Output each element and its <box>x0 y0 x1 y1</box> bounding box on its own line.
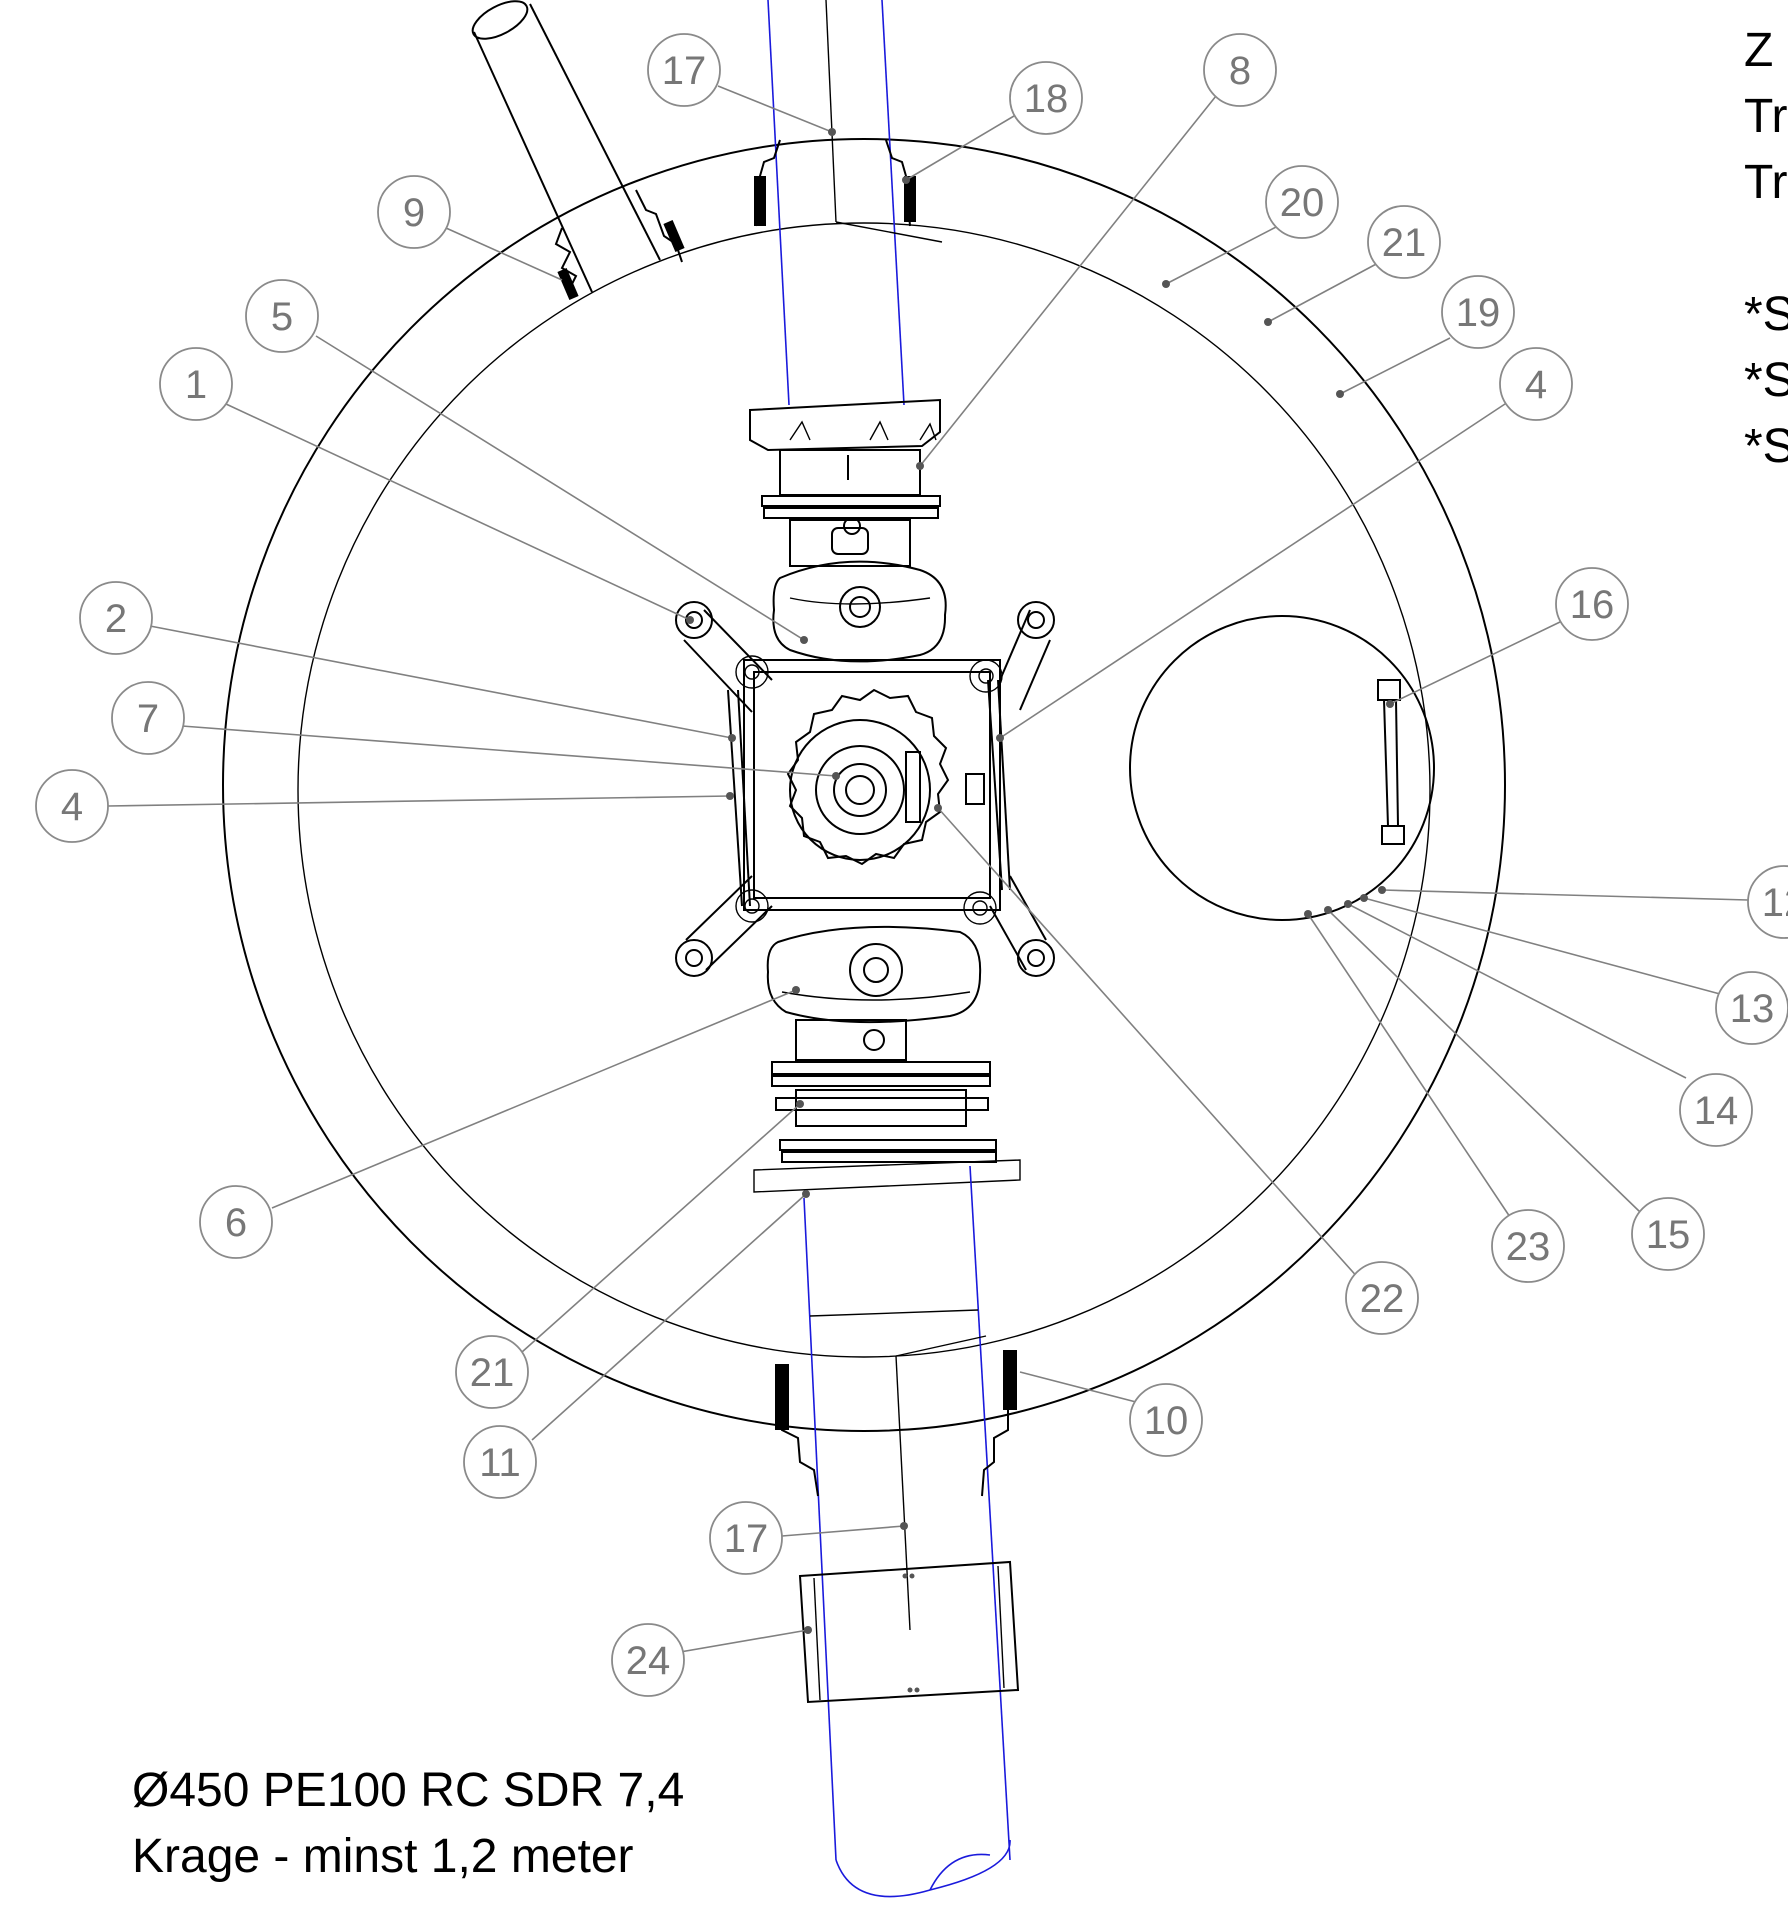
right-note-line: Z <box>1744 24 1774 77</box>
svg-text:18: 18 <box>1024 77 1069 121</box>
balloon-8: 8 <box>1203 33 1277 107</box>
svg-text:8: 8 <box>1229 49 1251 93</box>
svg-text:5: 5 <box>271 295 293 339</box>
bottom-coupling <box>798 1560 1020 1704</box>
svg-text:1: 1 <box>185 363 207 407</box>
svg-text:10: 10 <box>1144 1399 1189 1443</box>
central-frame <box>675 601 1055 977</box>
balloon-16: 16 <box>1555 567 1629 641</box>
svg-text:12: 12 <box>1762 881 1788 925</box>
balloon-1: 1 <box>159 347 233 421</box>
svg-text:11: 11 <box>479 1441 521 1485</box>
right-note-line: Tr <box>1744 156 1788 209</box>
inclined-pipe <box>471 0 685 300</box>
balloon-22: 22 <box>1345 1261 1419 1335</box>
svg-text:14: 14 <box>1694 1089 1739 1133</box>
top-flange-adapter <box>749 398 941 519</box>
svg-text:7: 7 <box>137 697 159 741</box>
balloon-5: 5 <box>245 279 319 353</box>
balloon-17-bottom: 17 <box>709 1501 783 1575</box>
balloon-23: 23 <box>1491 1209 1565 1283</box>
balloon-9: 9 <box>377 175 451 249</box>
leader-lines <box>107 85 1749 1653</box>
balloon-18: 18 <box>1009 61 1083 135</box>
balloon-14: 14 <box>1679 1073 1753 1147</box>
balloon-7: 7 <box>111 681 185 755</box>
svg-text:4: 4 <box>61 785 83 829</box>
pipe-spec-notes: Ø450 PE100 RC SDR 7,4 Krage - minst 1,2 … <box>132 1758 684 1890</box>
right-note-line: *S <box>1744 354 1788 407</box>
upper-gate-valve <box>772 517 947 663</box>
svg-text:9: 9 <box>403 191 425 235</box>
side-hatch <box>1129 615 1435 921</box>
balloon-12: 12 <box>1747 865 1788 939</box>
svg-text:22: 22 <box>1360 1277 1405 1321</box>
leader-dots <box>686 128 1394 1634</box>
inlet-pipe-top <box>754 0 943 406</box>
balloon-2: 2 <box>79 581 153 655</box>
lower-gate-valve <box>766 925 982 1061</box>
balloon-6: 6 <box>199 1185 273 1259</box>
svg-text:21: 21 <box>1382 221 1427 265</box>
manhole-inner-ring <box>297 222 1431 1358</box>
balloon-21-top: 21 <box>1367 205 1441 279</box>
svg-text:13: 13 <box>1730 987 1775 1031</box>
svg-text:20: 20 <box>1280 181 1325 225</box>
svg-text:4: 4 <box>1525 363 1547 407</box>
balloon-15: 15 <box>1631 1197 1705 1271</box>
manhole-outer-ring <box>222 138 1506 1432</box>
collar-spec-line: Krage - minst 1,2 meter <box>132 1830 634 1883</box>
balloon-24: 24 <box>611 1623 685 1697</box>
outlet-pipe-bottom <box>775 1165 1017 1898</box>
svg-text:6: 6 <box>225 1201 247 1245</box>
svg-text:16: 16 <box>1570 583 1615 627</box>
balloon-4-left: 4 <box>35 769 109 843</box>
balloon-17-top: 17 <box>647 33 721 107</box>
balloon-10: 10 <box>1129 1383 1203 1457</box>
svg-text:17: 17 <box>662 49 707 93</box>
right-note-line: *S <box>1744 420 1788 473</box>
right-note-line: *S <box>1744 288 1788 341</box>
central-handwheel <box>786 688 985 866</box>
svg-text:15: 15 <box>1646 1213 1691 1257</box>
right-note-line <box>1744 216 1788 282</box>
svg-text:24: 24 <box>626 1639 671 1683</box>
balloon-21-bottom: 21 <box>455 1335 529 1409</box>
svg-text:17: 17 <box>724 1517 769 1561</box>
right-edge-notes: Z Tr Tr *S *S *S <box>1744 18 1788 480</box>
balloon-4-right: 4 <box>1499 347 1573 421</box>
balloon-13: 13 <box>1715 971 1788 1045</box>
svg-text:23: 23 <box>1506 1225 1551 1269</box>
balloon-11: 11 <box>463 1425 537 1499</box>
svg-text:19: 19 <box>1456 291 1501 335</box>
svg-text:2: 2 <box>105 597 127 641</box>
svg-text:21: 21 <box>470 1351 515 1395</box>
balloon-19: 19 <box>1441 275 1515 349</box>
right-note-line: Tr <box>1744 90 1788 143</box>
balloon-20: 20 <box>1265 165 1339 239</box>
bottom-flange-stack <box>753 1061 1021 1193</box>
pipe-spec-line: Ø450 PE100 RC SDR 7,4 <box>132 1764 685 1817</box>
